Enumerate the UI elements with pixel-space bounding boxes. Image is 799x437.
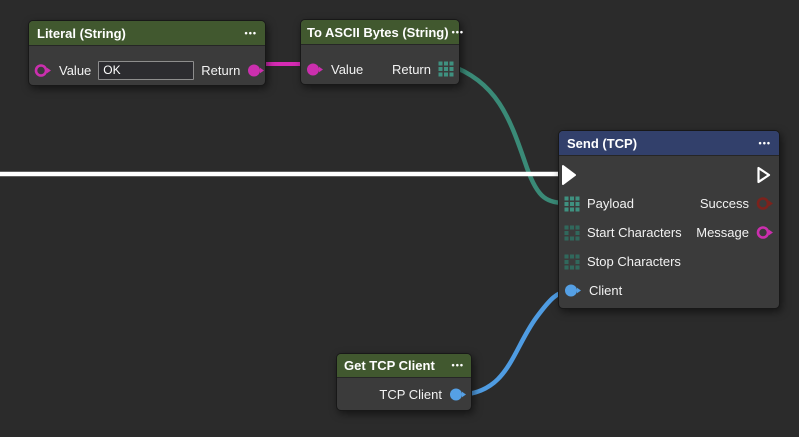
port-label-tcp-client: TCP Client	[379, 386, 442, 402]
message-output-port-icon[interactable]	[756, 225, 774, 240]
port-label-value: Value	[331, 61, 364, 77]
node-to-ascii-bytes[interactable]: To ASCII Bytes (String) ••• Value Return	[300, 19, 463, 85]
payload-input-port-icon[interactable]	[564, 196, 580, 212]
port-row-payload-success: Payload Success	[559, 189, 779, 218]
literal-value-input[interactable]	[98, 60, 195, 80]
port-label-return: Return	[391, 61, 431, 77]
port-label-return: Return	[201, 62, 241, 78]
port-label-payload: Payload	[587, 196, 634, 211]
string-output-port-icon[interactable]	[247, 63, 265, 78]
port-label-message: Message	[696, 225, 749, 240]
port-row-value-return: Value Return	[301, 49, 459, 89]
node-literal-string[interactable]: Literal (String) ••• Value Return	[28, 20, 266, 86]
client-input-port-icon[interactable]	[564, 283, 582, 298]
port-label-start-characters: Start Characters	[587, 225, 682, 240]
node-to-ascii-header[interactable]: To ASCII Bytes (String) •••	[301, 20, 463, 45]
port-row-stop: Stop Characters	[559, 247, 779, 276]
success-output-port-icon[interactable]	[756, 196, 774, 211]
port-row-flow	[559, 160, 779, 189]
node-get-tcp-client[interactable]: Get TCP Client ••• TCP Client	[336, 353, 472, 411]
port-label-value: Value	[59, 62, 92, 78]
node-literal-header[interactable]: Literal (String) •••	[29, 21, 265, 46]
node-menu-icon[interactable]: •••	[451, 26, 465, 37]
tcp-client-output-port-icon[interactable]	[449, 387, 467, 402]
bytes-output-port-icon[interactable]	[438, 61, 454, 77]
port-row-value-return: Value Return	[29, 50, 265, 90]
port-label-stop-characters: Stop Characters	[587, 254, 681, 269]
port-row-tcp-client: TCP Client	[337, 378, 471, 410]
string-input-port-icon[interactable]	[306, 62, 324, 77]
start-characters-input-port-icon[interactable]	[564, 225, 580, 241]
wire-client-blue[interactable]	[456, 288, 571, 398]
node-title: To ASCII Bytes (String)	[307, 24, 449, 40]
wire-bytes-teal[interactable]	[446, 62, 571, 206]
port-label-client: Client	[589, 283, 623, 298]
node-menu-icon[interactable]: •••	[758, 137, 771, 148]
flow-output-port-icon[interactable]	[756, 166, 772, 184]
node-menu-icon[interactable]: •••	[244, 27, 257, 38]
node-send-tcp-header[interactable]: Send (TCP) •••	[559, 131, 779, 156]
node-menu-icon[interactable]: •••	[451, 360, 464, 370]
port-row-client: Client	[559, 276, 779, 305]
node-send-tcp[interactable]: Send (TCP) •••	[558, 130, 780, 309]
port-row-start-message: Start Characters Message	[559, 218, 779, 247]
stop-characters-input-port-icon[interactable]	[564, 254, 580, 270]
port-label-success: Success	[699, 196, 749, 211]
node-title: Get TCP Client	[344, 358, 435, 373]
node-title: Literal (String)	[37, 25, 126, 41]
string-input-port-icon[interactable]	[34, 63, 52, 78]
node-title: Send (TCP)	[567, 135, 638, 151]
node-get-tcp-client-header[interactable]: Get TCP Client •••	[337, 354, 471, 378]
flow-input-port-icon[interactable]	[561, 164, 578, 185]
